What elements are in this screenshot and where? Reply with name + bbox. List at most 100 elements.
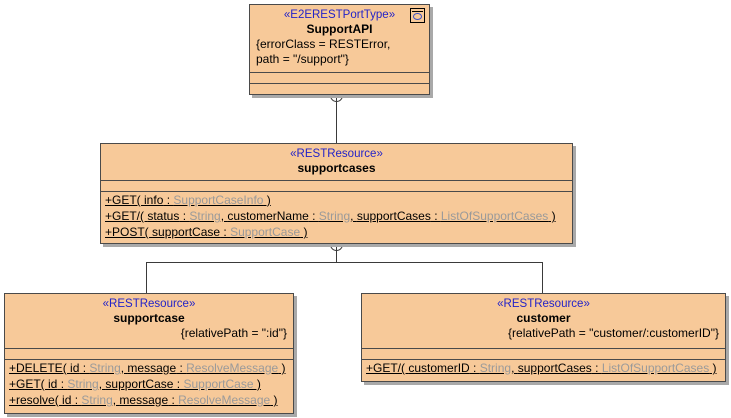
operation-token-sig: , [350,209,357,223]
operation-token-param: customerID [408,361,470,375]
class-support-api-stereotype: «E2ERESTPortType» [283,9,396,21]
operation-token-sig: : [176,361,187,375]
operation-token-param: id [62,393,72,407]
class-customer-operations: +GET/( customerID : String, supportCases… [362,360,725,376]
operation-token-sig: ) [300,225,308,239]
operation-token-sig: , [511,361,518,375]
operation-token-sig: , [112,393,120,407]
connector-branch-supportcase [146,262,147,293]
operation-token-sig: , [120,361,128,375]
operation-row: +GET/( customerID : String, supportCases… [362,360,725,376]
operation-token-type: String [81,393,113,407]
operation-token-sig: +GET( [9,377,49,391]
operation-row: +GET( id : String, supportCase : Support… [5,376,293,392]
connector-supportcases-stem [336,244,337,262]
class-supportcase-stereotype: «RESTResource» [102,298,196,310]
class-customer-header: «RESTResource» customer {relativePath = … [362,294,725,349]
class-customer-attributes [362,349,725,360]
operation-token-sig: ) [548,209,556,223]
operation-token-sig: ) [253,377,261,391]
class-support-api-operations [250,84,429,95]
operation-token-param: supportCases [356,209,431,223]
operation-token-sig: : [469,361,480,375]
anchor-cross-vertical [336,239,337,250]
connector-supportapi-to-supportcases [336,95,337,143]
class-support-api-tag-1: path = "/support"} [256,52,349,66]
operation-token-type: SupportCase [183,377,254,391]
operation-token-type: SupportCaseInfo [173,193,264,207]
class-supportcase-tag-0: {relativePath = ":id"} [180,326,287,340]
operation-token-sig: +POST( [105,225,153,239]
connector-supportcases-bus [146,262,542,263]
operation-token-param: customerName [227,209,309,223]
class-supportcase[interactable]: «RESTResource» supportcase {relativePath… [4,293,294,414]
anchor-cross-vertical [336,90,337,101]
operation-token-sig: +GET/( [366,361,409,375]
class-support-api-name: SupportAPI [306,22,373,36]
operation-row: +resolve( id : String, message : Resolve… [5,392,293,408]
class-supportcase-attributes [5,349,293,360]
class-supportcases-header: «RESTResource» supportcases [101,144,572,181]
class-supportcase-header: «RESTResource» supportcase {relativePath… [5,294,293,349]
operation-token-type: String [67,377,99,391]
operation-token-sig: : [79,361,90,375]
class-support-api-header: «E2ERESTPortType» SupportAPI {errorClass… [250,5,429,73]
class-supportcases[interactable]: «RESTResource» supportcases +GET( info :… [100,143,573,244]
class-support-api-attributes [250,73,429,84]
operation-token-param: id [70,361,80,375]
operation-token-sig: : [591,361,602,375]
operation-row: +GET( info : SupportCaseInfo ) [101,192,572,208]
operation-token-sig: +DELETE( [9,361,71,375]
class-customer-stereotype: «RESTResource» [497,298,590,310]
operation-token-sig: : [168,393,179,407]
operation-token-type: String [318,209,351,223]
class-supportcases-attributes [101,181,572,192]
class-supportcase-operations: +DELETE( id : String, message : ResolveM… [5,360,293,408]
operation-token-sig: : [179,209,190,223]
operation-token-type: String [89,361,121,375]
class-customer-name: customer [516,311,571,325]
class-supportcases-operations: +GET( info : SupportCaseInfo )+GET/( sta… [101,192,572,240]
operation-token-type: ResolveMessage [178,393,271,407]
class-support-api-tag-0: {errorClass = RESTError, [256,37,391,51]
class-support-api[interactable]: «E2ERESTPortType» SupportAPI {errorClass… [249,4,430,95]
operation-token-type: ListOfSupportCases [601,361,710,375]
operation-token-sig: ) [278,361,286,375]
operation-row: +POST( supportCase : SupportCase ) [101,224,572,240]
operation-token-sig: : [220,225,231,239]
operation-token-type: String [479,361,512,375]
operation-token-param: supportCase [105,377,174,391]
operation-token-type: SupportCase [230,225,301,239]
operation-token-sig: : [163,193,174,207]
operation-token-sig: ) [709,361,717,375]
operation-token-param: info [144,193,164,207]
operation-token-sig: : [71,393,82,407]
port-type-icon-cap [412,10,423,12]
operation-token-param: status [147,209,180,223]
operation-token-sig: , [220,209,228,223]
operation-token-sig: : [430,209,441,223]
operation-token-param: message [127,361,177,375]
operation-token-sig: +resolve( [9,393,63,407]
operation-token-sig: : [173,377,184,391]
operation-token-type: ResolveMessage [186,361,279,375]
connector-branch-customer [542,262,543,293]
operation-row: +DELETE( id : String, message : ResolveM… [5,360,293,376]
operation-token-sig: : [308,209,319,223]
operation-token-type: String [189,209,221,223]
port-type-icon [410,8,425,23]
operation-token-sig: : [57,377,68,391]
operation-token-param: message [119,393,169,407]
operation-token-sig: +GET( [105,193,145,207]
operation-token-sig: ) [263,193,271,207]
operation-token-param: id [48,377,58,391]
class-supportcase-name: supportcase [113,311,185,325]
port-type-icon-ring [413,12,422,20]
operation-token-param: supportCases [517,361,592,375]
operation-token-sig: ) [270,393,278,407]
operation-row: +GET/( status : String, customerName : S… [101,208,572,224]
class-customer[interactable]: «RESTResource» customer {relativePath = … [361,293,726,382]
operation-token-sig: +GET/( [105,209,148,223]
class-customer-tag-0: {relativePath = "customer/:customerID"} [508,326,719,340]
